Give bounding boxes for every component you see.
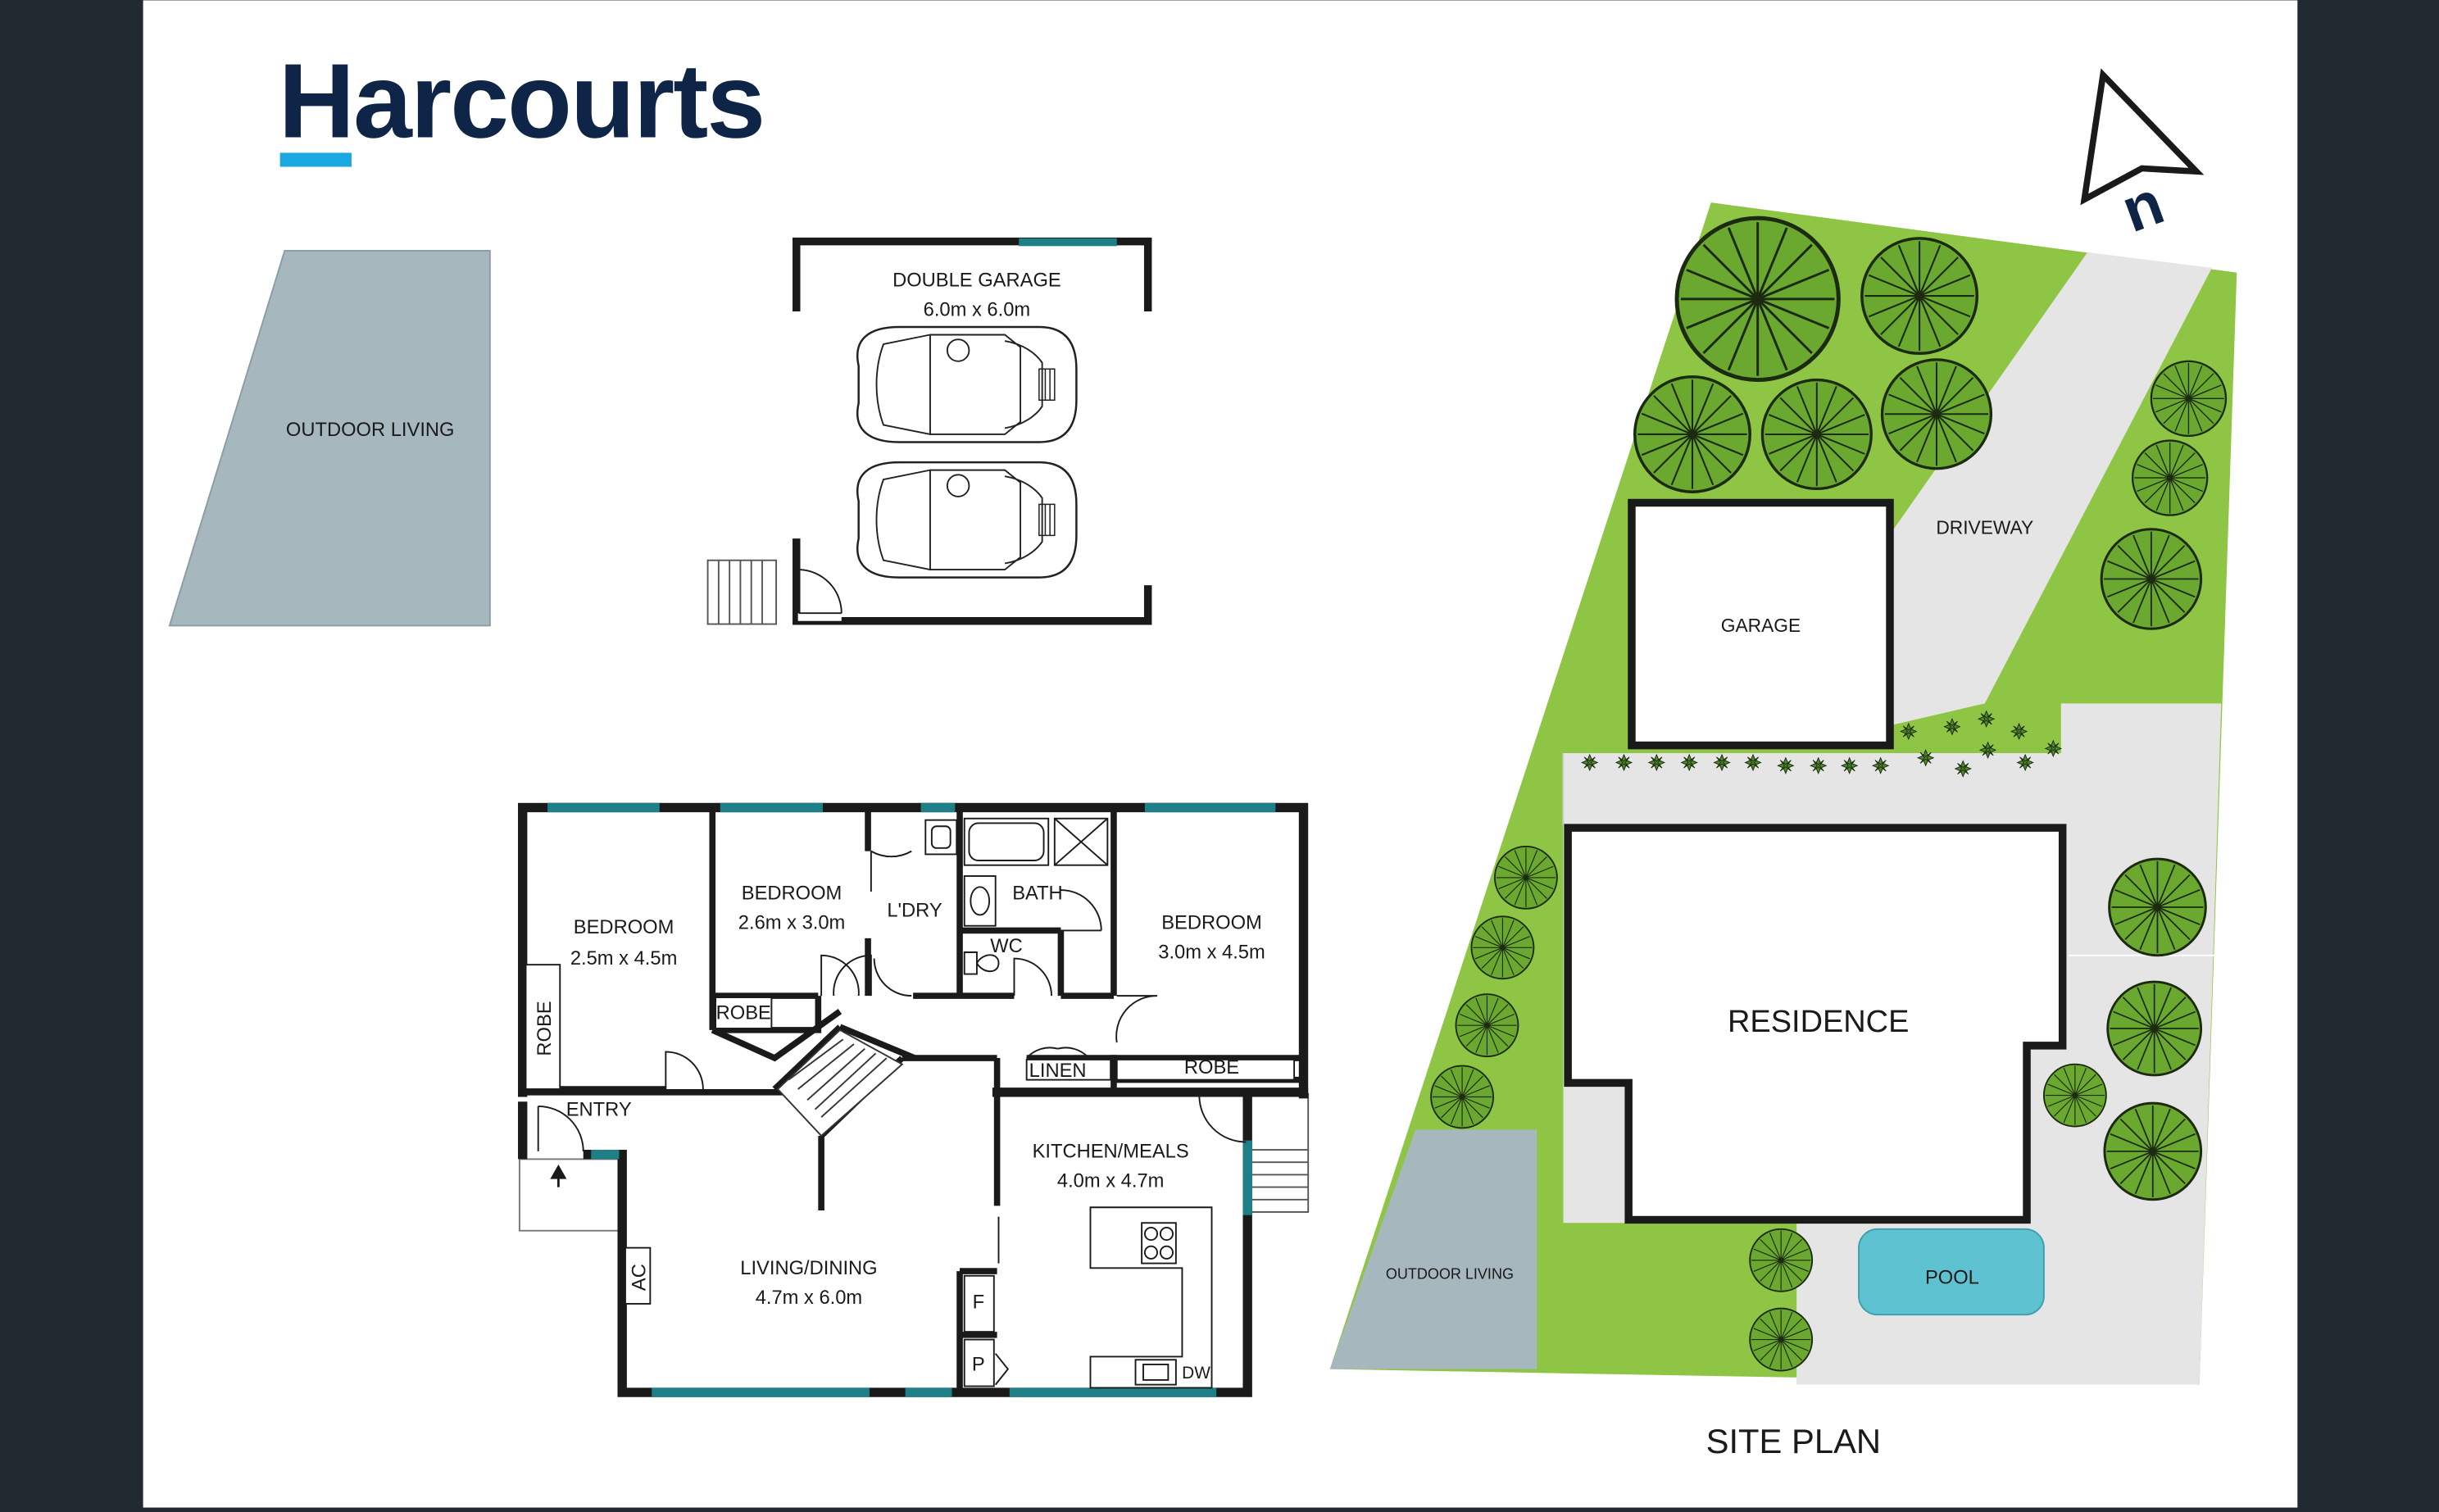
svg-text:P: P bbox=[972, 1355, 985, 1376]
svg-text:GARAGE: GARAGE bbox=[1721, 615, 1801, 636]
svg-text:4.0m x 4.7m: 4.0m x 4.7m bbox=[1057, 1171, 1165, 1192]
svg-text:4.7m x 6.0m: 4.7m x 6.0m bbox=[756, 1287, 862, 1309]
svg-text:Harcourts: Harcourts bbox=[279, 42, 765, 160]
svg-text:BEDROOM: BEDROOM bbox=[742, 883, 843, 904]
harcourts-logo: Harcourts bbox=[279, 42, 765, 167]
site-residence: RESIDENCE bbox=[1564, 824, 2067, 1224]
svg-text:2.6m x 3.0m: 2.6m x 3.0m bbox=[738, 913, 845, 934]
svg-text:WC: WC bbox=[990, 936, 1023, 957]
svg-text:F: F bbox=[973, 1292, 985, 1314]
svg-text:LIVING/DINING: LIVING/DINING bbox=[740, 1258, 877, 1279]
svg-text:DOUBLE GARAGE: DOUBLE GARAGE bbox=[892, 270, 1061, 292]
double-garage: DOUBLE GARAGE 6.0m x 6.0m bbox=[706, 237, 1152, 625]
svg-text:ROBE: ROBE bbox=[534, 1001, 556, 1056]
svg-text:OUTDOOR LIVING: OUTDOOR LIVING bbox=[286, 420, 455, 441]
svg-text:LINEN: LINEN bbox=[1029, 1060, 1087, 1082]
kitchen-steps bbox=[1245, 1092, 1310, 1213]
svg-text:6.0m x 6.0m: 6.0m x 6.0m bbox=[924, 300, 1031, 321]
house-floor-plan: BEDROOM 2.5m x 4.5m BEDROOM 2.6m x 3.0m … bbox=[518, 802, 1310, 1397]
site-driveway bbox=[1891, 252, 2212, 725]
svg-text:ROBE: ROBE bbox=[1184, 1057, 1239, 1078]
site-garage: GARAGE bbox=[1628, 498, 1894, 750]
svg-text:2.5m x 4.5m: 2.5m x 4.5m bbox=[570, 948, 677, 969]
svg-text:ENTRY: ENTRY bbox=[566, 1099, 632, 1120]
svg-text:RESIDENCE: RESIDENCE bbox=[1728, 1005, 1909, 1039]
svg-text:ROBE: ROBE bbox=[716, 1003, 771, 1024]
garage-steps bbox=[706, 559, 778, 625]
svg-text:BEDROOM: BEDROOM bbox=[574, 917, 674, 938]
svg-text:BEDROOM: BEDROOM bbox=[1161, 913, 1262, 934]
site-plan-title: SITE PLAN bbox=[1706, 1422, 1881, 1460]
svg-text:OUTDOOR LIVING: OUTDOOR LIVING bbox=[1386, 1266, 1514, 1283]
car-icon bbox=[856, 461, 1078, 579]
staircase bbox=[776, 1028, 904, 1137]
svg-text:POOL: POOL bbox=[1925, 1267, 1979, 1288]
svg-text:DRIVEWAY: DRIVEWAY bbox=[1936, 516, 2033, 538]
svg-text:AC: AC bbox=[629, 1264, 651, 1291]
outdoor-living-area: OUTDOOR LIVING bbox=[168, 250, 491, 627]
svg-text:3.0m x 4.5m: 3.0m x 4.5m bbox=[1158, 942, 1265, 964]
svg-text:L'DRY: L'DRY bbox=[887, 900, 942, 921]
svg-text:DW: DW bbox=[1182, 1364, 1210, 1383]
svg-text:KITCHEN/MEALS: KITCHEN/MEALS bbox=[1033, 1142, 1189, 1163]
svg-text:BATH: BATH bbox=[1012, 883, 1062, 904]
site-plan: OUTDOOR LIVING GARAGE DRIVEWAY RESIDENCE… bbox=[1329, 68, 2237, 1460]
car-icon bbox=[856, 325, 1078, 443]
site-outdoor-living: OUTDOOR LIVING bbox=[1329, 1129, 1537, 1369]
site-pool: POOL bbox=[1858, 1228, 2045, 1316]
entry-arrow-icon bbox=[550, 1165, 567, 1187]
